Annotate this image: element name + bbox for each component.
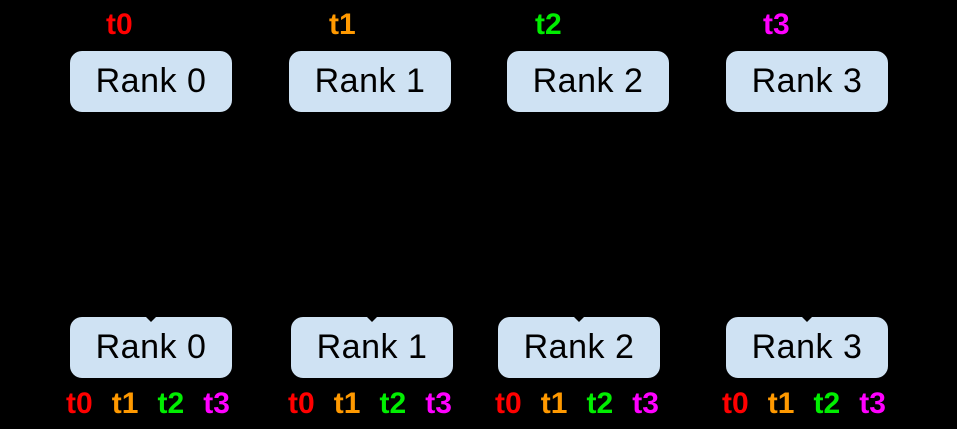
tensor-row-bottom-rank0: t0 t1 t2 t3: [66, 387, 230, 420]
rank-box-label: Rank 2: [523, 328, 635, 366]
rank-box-top-2: Rank 2: [506, 50, 670, 113]
rank-box-bottom-3: Rank 3: [725, 316, 889, 379]
rank-box-top-3: Rank 3: [725, 50, 889, 113]
tensor-chip-t2: t2: [379, 387, 407, 420]
rank-box-bottom-1: Rank 1: [290, 316, 454, 379]
tensor-chip-t3: t3: [203, 387, 230, 420]
rank-box-label: Rank 2: [532, 62, 644, 100]
tensor-chip-t0: t0: [288, 387, 315, 420]
tensor-chip-t1: t1: [333, 387, 361, 420]
rank-box-top-0: Rank 0: [69, 50, 233, 113]
tensor-chip-t2: t2: [586, 387, 614, 420]
rank-box-label: Rank 3: [751, 62, 863, 100]
tensor-chip-t0: t0: [722, 387, 749, 420]
tensor-chip-t2: t2: [813, 387, 841, 420]
tensor-chip-t0: t0: [66, 387, 93, 420]
tensor-chip-t1: t1: [111, 387, 139, 420]
tensor-row-bottom-rank3: t0 t1 t2 t3: [722, 387, 886, 420]
tensor-row-bottom-rank1: t0 t1 t2 t3: [288, 387, 452, 420]
tensor-label-top-t3: t3: [763, 8, 790, 41]
rank-box-label: Rank 1: [314, 62, 426, 100]
rank-box-top-1: Rank 1: [288, 50, 452, 113]
tensor-chip-t1: t1: [540, 387, 568, 420]
arrowhead-icon: [573, 316, 585, 322]
tensor-chip-t3: t3: [632, 387, 659, 420]
tensor-row-bottom-rank2: t0 t1 t2 t3: [495, 387, 659, 420]
rank-box-label: Rank 1: [316, 328, 428, 366]
tensor-chip-t2: t2: [157, 387, 185, 420]
arrowhead-icon: [801, 316, 813, 322]
tensor-label-top-t1: t1: [329, 8, 356, 41]
tensor-chip-t1: t1: [767, 387, 795, 420]
arrowhead-icon: [366, 316, 378, 322]
rank-box-label: Rank 3: [751, 328, 863, 366]
tensor-label-top-t2: t2: [535, 8, 562, 41]
tensor-chip-t3: t3: [859, 387, 886, 420]
rank-box-label: Rank 0: [95, 328, 207, 366]
tensor-chip-t3: t3: [425, 387, 452, 420]
rank-box-label: Rank 0: [95, 62, 207, 100]
rank-box-bottom-2: Rank 2: [497, 316, 661, 379]
tensor-label-top-t0: t0: [106, 8, 133, 41]
tensor-chip-t0: t0: [495, 387, 522, 420]
arrowhead-icon: [145, 316, 157, 322]
rank-box-bottom-0: Rank 0: [69, 316, 233, 379]
